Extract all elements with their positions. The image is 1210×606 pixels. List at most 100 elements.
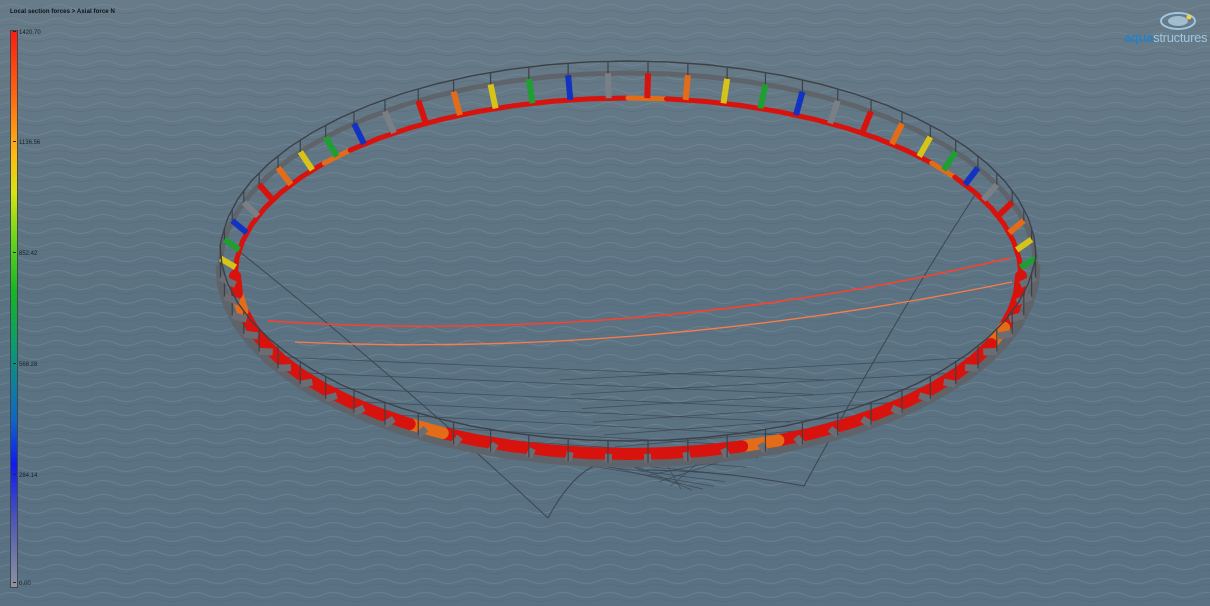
bracket xyxy=(383,416,396,428)
bracket xyxy=(827,99,841,125)
inner-float-segment xyxy=(843,125,880,141)
legend-tick-label: 284.14 xyxy=(13,473,37,479)
inner-float-segment xyxy=(511,98,554,109)
inner-float-segment xyxy=(810,116,849,131)
bracket xyxy=(720,78,731,104)
legend-tick-label: 852.42 xyxy=(13,251,37,257)
bracket xyxy=(644,73,652,99)
inner-float-segment xyxy=(660,444,711,460)
net-line xyxy=(627,462,693,491)
bracket xyxy=(487,83,499,110)
bracket xyxy=(231,311,248,323)
inner-float-segment xyxy=(229,270,243,300)
bracket xyxy=(1015,236,1034,253)
inner-float-segment xyxy=(347,135,382,153)
bracket xyxy=(277,364,292,372)
bracket xyxy=(962,165,981,187)
bracket xyxy=(890,404,904,416)
inner-float-segment xyxy=(583,447,634,460)
inner-float-segment xyxy=(664,96,708,104)
bracket xyxy=(757,83,769,110)
inner-float-segment xyxy=(507,440,558,457)
inner-float-segment xyxy=(586,95,631,102)
bracket xyxy=(1019,274,1038,288)
logo-mark-icon xyxy=(1160,12,1196,30)
inner-float-segment xyxy=(475,103,517,115)
bracket xyxy=(258,347,273,356)
bracket xyxy=(450,434,463,447)
inner-float-segment xyxy=(1010,238,1022,262)
bracket xyxy=(241,200,261,219)
bracket xyxy=(351,122,367,146)
net-line xyxy=(282,371,814,395)
bracket xyxy=(525,447,536,459)
bracket xyxy=(720,447,731,459)
logo-wordmark: aquastructures xyxy=(1124,30,1208,45)
net-line xyxy=(304,386,803,409)
net-line xyxy=(559,356,992,381)
color-legend: 1420.70 1136.56 852.42 568.28 284.14 0.0… xyxy=(10,30,80,590)
inner-float-segment xyxy=(240,221,255,244)
inner-float-segment xyxy=(972,189,994,211)
inner-float-segment xyxy=(249,205,268,227)
bracket xyxy=(256,182,275,202)
inner-float-segment xyxy=(407,116,446,131)
inner-float-segment xyxy=(471,434,520,453)
bracket xyxy=(299,378,313,388)
inner-float-segment xyxy=(625,95,670,102)
bracket xyxy=(352,404,366,416)
legend-tick-label: 1420.70 xyxy=(13,30,41,36)
bracket xyxy=(382,110,397,135)
bracket xyxy=(827,426,841,438)
bracket xyxy=(415,99,429,125)
inner-float-segment xyxy=(376,125,413,141)
bracket xyxy=(1008,311,1025,323)
bracket xyxy=(997,330,1013,340)
bridle-line xyxy=(267,257,1011,327)
net-line xyxy=(570,371,974,395)
legend-tick-label: 568.28 xyxy=(13,362,37,368)
inner-float-segment xyxy=(698,440,749,457)
aquastructures-logo: aquastructures xyxy=(1124,10,1208,48)
inner-float-segment xyxy=(298,160,327,180)
bracket xyxy=(218,255,237,270)
color-scale-bar xyxy=(10,30,18,588)
bracket xyxy=(230,218,249,236)
inner-float-segment xyxy=(952,174,978,195)
net-line xyxy=(592,399,928,423)
inner-float-segment xyxy=(1001,221,1016,244)
bracket xyxy=(859,110,874,135)
inner-float-segment xyxy=(874,135,909,153)
bracket xyxy=(793,434,806,447)
net-line xyxy=(328,399,792,423)
bracket xyxy=(604,73,612,99)
inner-float-segment xyxy=(234,238,246,262)
inner-float-segment xyxy=(278,174,304,195)
bracket xyxy=(222,236,241,253)
logo-word-structures: structures xyxy=(1153,30,1208,45)
inner-float-segment xyxy=(775,109,816,122)
inner-float-segment xyxy=(622,447,673,460)
bracket xyxy=(323,135,340,158)
inner-float-segment xyxy=(929,160,958,180)
bracket xyxy=(565,74,574,101)
bracket xyxy=(324,392,338,403)
bottom-chain xyxy=(239,194,976,519)
inner-float-segment xyxy=(988,205,1007,227)
bracket xyxy=(415,426,429,438)
bracket xyxy=(964,364,979,372)
bracket xyxy=(995,200,1015,219)
legend-tick-label: 0.00 xyxy=(13,581,31,587)
result-title: Local section forces > Axial force N xyxy=(10,9,115,15)
inner-float-segment xyxy=(232,256,240,279)
bracket xyxy=(450,90,463,116)
bracket xyxy=(918,392,932,403)
inner-float-segment xyxy=(440,109,481,122)
inner-float-segment xyxy=(739,103,781,115)
bracket xyxy=(889,122,905,146)
bracket xyxy=(983,347,998,356)
inner-float-segment xyxy=(548,96,592,104)
handrail xyxy=(219,60,1037,442)
